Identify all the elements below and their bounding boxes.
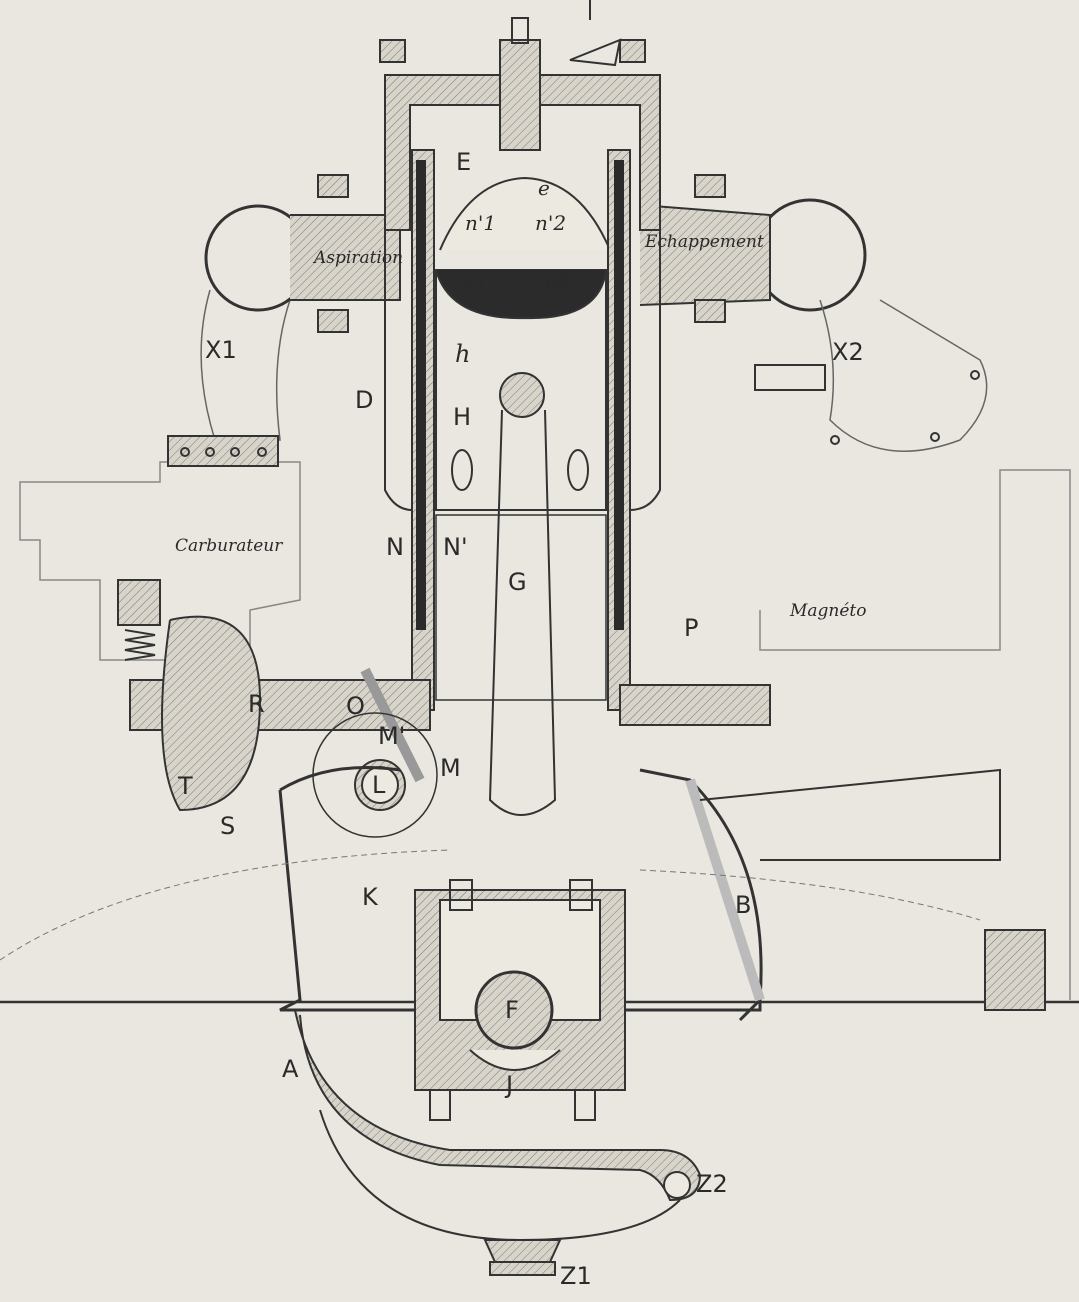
label-R: R (248, 690, 265, 718)
label-M: M (440, 754, 461, 782)
valve-tap (569, 0, 622, 67)
label-B: B (735, 891, 752, 919)
label-G: G (508, 568, 527, 596)
label-D: D (355, 386, 374, 414)
label-P: P (684, 614, 699, 642)
label-N: N (386, 533, 404, 561)
gudgeon-pin (499, 372, 545, 418)
pump-housing-T (161, 615, 262, 812)
cylinder-head (384, 74, 661, 231)
label-n2: n2 (545, 271, 571, 295)
combustion-chamber (439, 176, 611, 251)
drain-plug-Z2 (663, 1171, 691, 1199)
crankshaft-F (474, 970, 554, 1050)
label-aspiration: Aspiration (314, 248, 404, 268)
drain-plug-Z1 (483, 1239, 562, 1276)
water-jacket-left (384, 230, 413, 511)
label-Z2: Z2 (696, 1170, 728, 1198)
eccentric-rod (360, 667, 425, 783)
carburettor-body (19, 461, 301, 661)
label-A: A (282, 1055, 299, 1083)
label-X1: X1 (205, 336, 237, 364)
intake-flange (167, 435, 279, 467)
label-e: e (538, 176, 550, 200)
label-Z1: Z1 (560, 1262, 592, 1290)
label-carburateur: Carburateur (175, 536, 283, 556)
label-N-prime: N' (443, 533, 468, 561)
crankcase-rib-B (685, 778, 765, 1002)
spark-plug (499, 39, 541, 151)
exhaust-port-circle (753, 198, 867, 312)
intake-pipe (200, 289, 291, 441)
exhaust-pipe (819, 299, 988, 452)
label-T: T (178, 772, 193, 800)
magneto-outline (759, 469, 1071, 1000)
label-O: O (346, 692, 365, 720)
sleeve (435, 514, 607, 701)
label-K: K (362, 883, 378, 911)
label-L: L (372, 771, 386, 799)
sump-A (294, 1009, 702, 1202)
label-H: H (453, 403, 472, 431)
label-echappement: Echappement (645, 232, 764, 252)
frame-block (984, 929, 1046, 1011)
label-M-prime: M' (378, 722, 406, 750)
label-F: F (505, 996, 519, 1024)
label-magneto: Magnéto (790, 601, 867, 621)
label-n1: n1 (462, 271, 488, 295)
connecting-rod (488, 409, 557, 816)
label-h: h (455, 340, 471, 368)
label-X2: X2 (832, 338, 864, 366)
label-E: E (456, 148, 472, 176)
label-S: S (220, 812, 236, 840)
label-n2-prime: n'2 (535, 211, 567, 235)
frame-arm (699, 768, 1001, 861)
water-jacket-right (629, 230, 661, 511)
label-n1-prime: n'1 (465, 211, 497, 235)
label-J: J (506, 1071, 514, 1099)
